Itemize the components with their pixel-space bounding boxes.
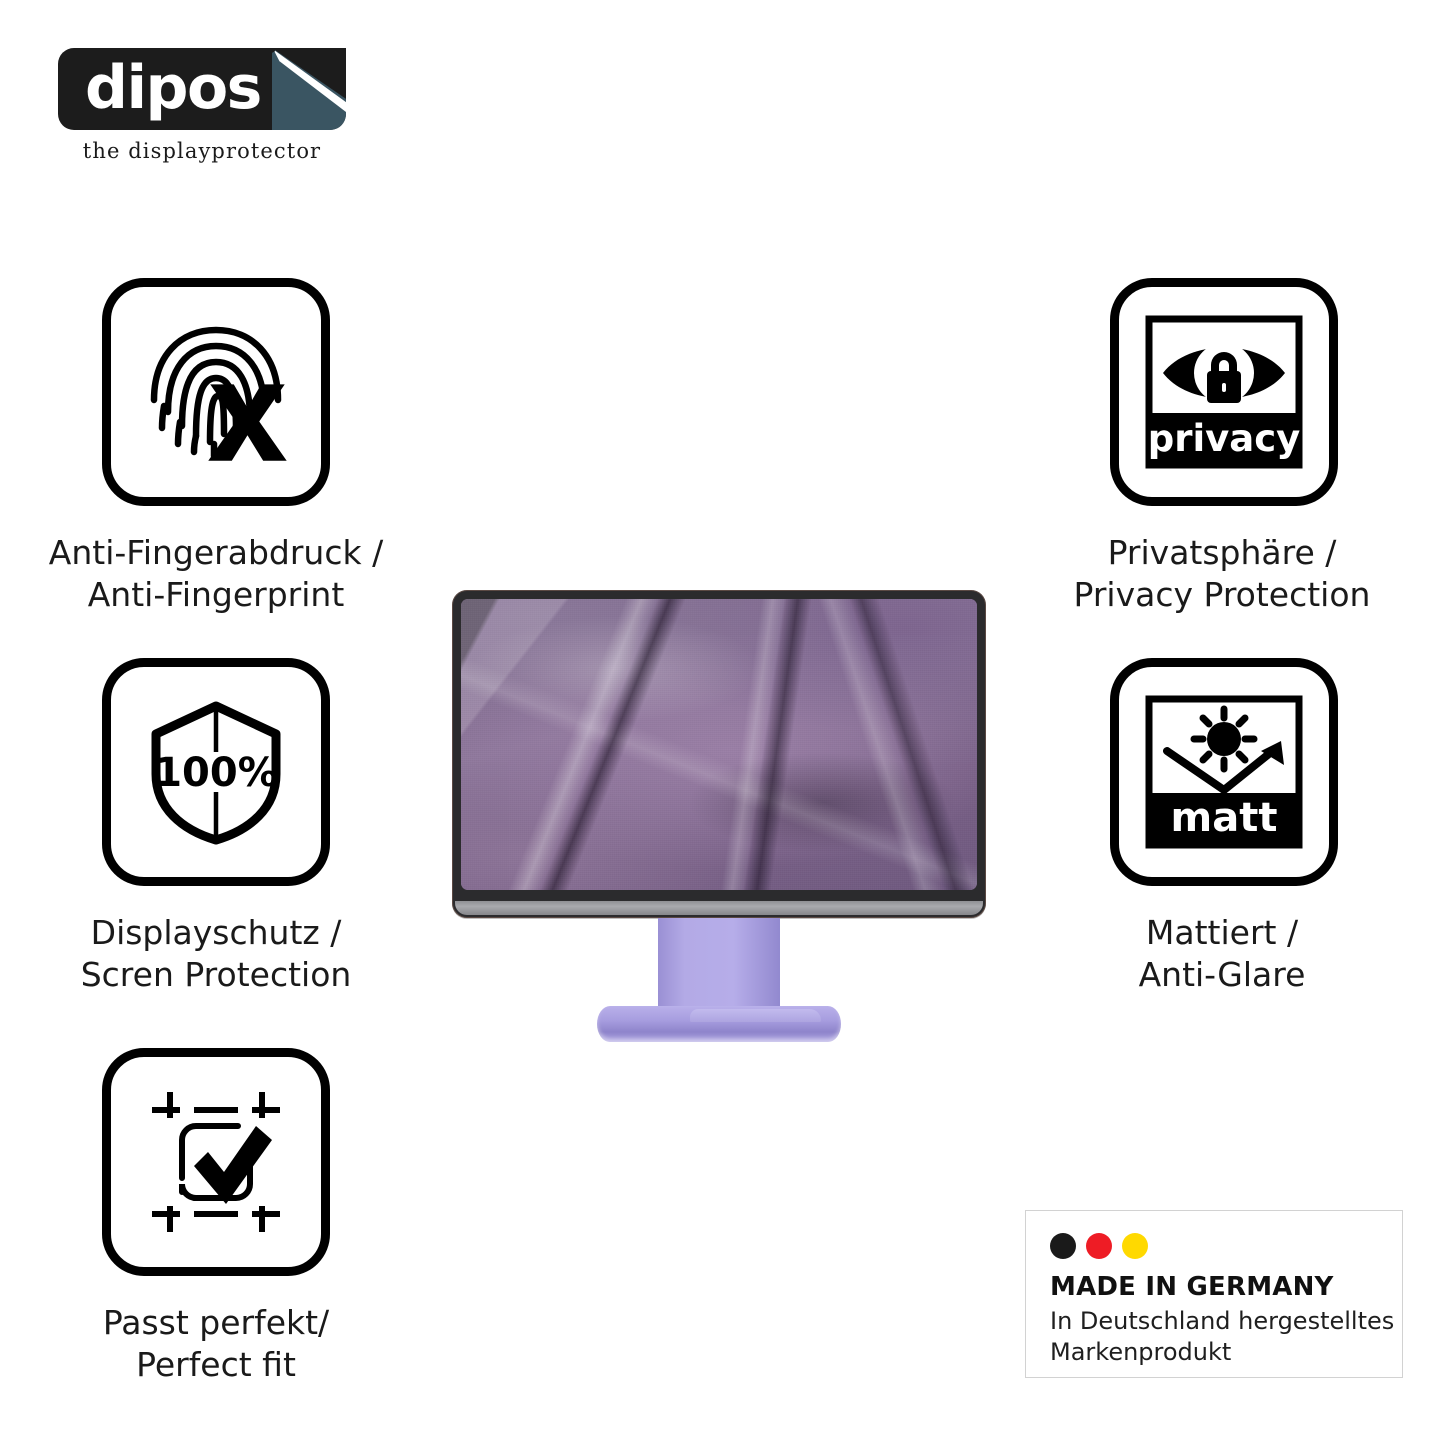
privacy-badge-label: privacy <box>1148 417 1301 460</box>
feature-privacy-protection: privacy Privatsphäre / Privacy Protectio… <box>1002 278 1422 616</box>
shield-percent-label: 100% <box>154 750 278 796</box>
logo-wordmark: dipos <box>85 52 262 123</box>
brand-logo: dipos the displayprotector <box>58 48 358 163</box>
matt-sun-reflect-icon: matt <box>1110 658 1338 886</box>
feature-caption: Privatsphäre / Privacy Protection <box>1073 533 1371 615</box>
logo-badge: dipos <box>58 48 346 130</box>
monitor-chin <box>455 901 983 915</box>
matt-badge-label: matt <box>1171 795 1278 841</box>
flag-dot-gold <box>1122 1233 1148 1259</box>
feature-caption: Passt perfekt/ Perfect fit <box>102 1303 330 1385</box>
privacy-eye-lock-icon: privacy <box>1110 278 1338 506</box>
feature-perfect-fit: Passt perfekt/ Perfect fit <box>88 1048 508 1386</box>
monitor-stand-base <box>597 1006 841 1042</box>
shield-100-icon: 100% <box>102 658 330 886</box>
feature-anti-glare: matt Mattiert / Anti-Glare <box>1002 658 1422 996</box>
made-in-germany-badge: MADE IN GERMANY In Deutschland hergestel… <box>1025 1210 1403 1378</box>
peeling-film-corner-icon <box>272 48 346 130</box>
fingerprint-x-icon <box>102 278 330 506</box>
logo-tagline: the displayprotector <box>82 139 322 163</box>
feature-anti-fingerprint: Anti-Fingerabdruck / Anti-Fingerprint <box>49 278 508 616</box>
flag-dot-red <box>1086 1233 1112 1259</box>
germany-badge-title: MADE IN GERMANY <box>1050 1272 1334 1302</box>
wallpaper-grain <box>461 599 977 890</box>
german-flag-dots <box>1050 1233 1402 1259</box>
flag-dot-black <box>1050 1233 1076 1259</box>
feature-caption: Displayschutz / Scren Protection <box>80 913 352 995</box>
feature-screen-protection: 100% Displayschutz / Scren Protection <box>81 658 508 996</box>
feature-caption: Mattiert / Anti-Glare <box>1138 913 1306 995</box>
monitor-screen <box>461 599 977 890</box>
feature-caption: Anti-Fingerabdruck / Anti-Fingerprint <box>48 533 384 615</box>
monitor-stand-neck <box>658 918 780 1022</box>
germany-badge-subtitle: In Deutschland hergestelltes Markenprodu… <box>1050 1306 1395 1366</box>
checkmark-frame-icon <box>102 1048 330 1276</box>
product-monitor <box>452 590 986 1042</box>
film-corner-fold <box>272 48 275 53</box>
wallpaper-strokes <box>461 599 977 890</box>
monitor-bezel <box>452 590 986 918</box>
